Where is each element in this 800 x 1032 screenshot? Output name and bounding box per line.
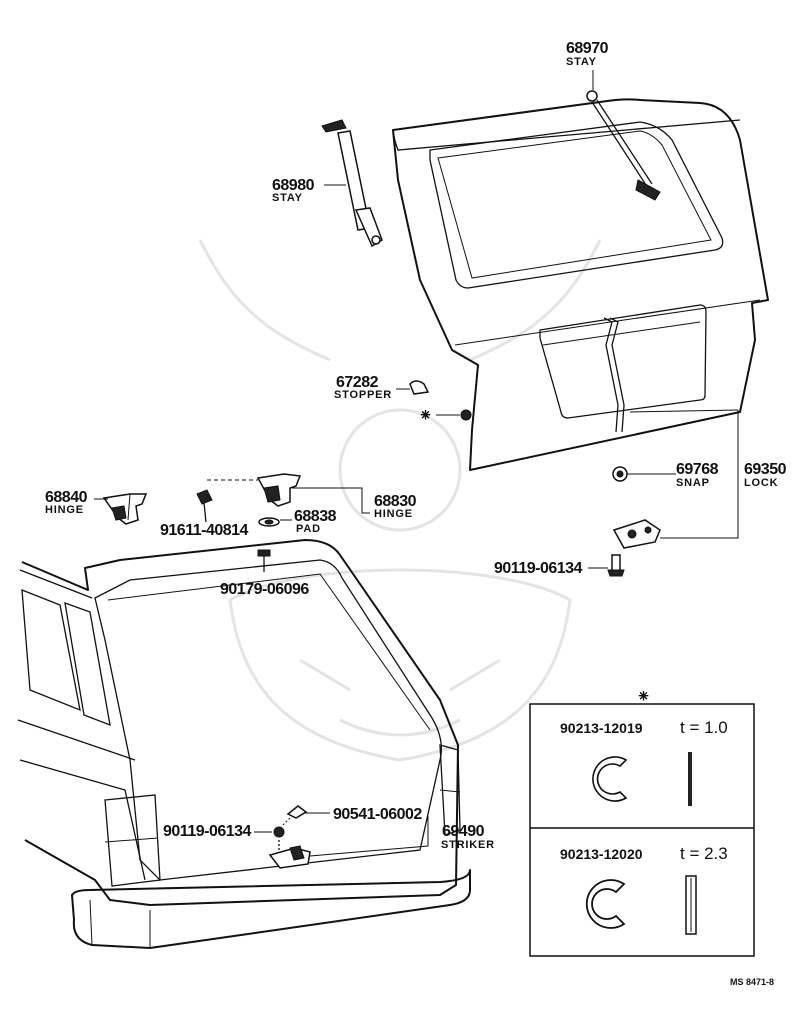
samurai-watermark <box>198 239 602 762</box>
back-door-panel <box>392 98 769 471</box>
striker-part <box>268 845 311 869</box>
callout-67282-name: STOPPER <box>334 389 392 401</box>
callout-67282-part-no: 67282 <box>336 374 379 391</box>
callout-68970-part-no: 68970 <box>566 40 609 57</box>
shim-row-1-thickness: t = 1.0 <box>680 718 728 737</box>
stay-strut-right <box>586 90 661 201</box>
callout-68840-name: HINGE <box>45 504 84 516</box>
snap-part <box>612 466 628 482</box>
lock-assembly <box>612 519 661 549</box>
shim-row-2-part-no: 90213-12020 <box>560 846 643 862</box>
callout-68838-name: PAD <box>296 523 321 535</box>
callout-90119-lock-part-no: 90119-06134 <box>494 560 583 577</box>
shim-thin-side-view <box>688 752 692 806</box>
vehicle-rear-body <box>17 539 471 949</box>
callout-90119-body-part-no: 90119-06134 <box>163 823 252 840</box>
callout-90179-part-no: 90179-06096 <box>220 581 309 598</box>
leader-69490 <box>309 816 429 857</box>
callout-91611-part-no: 91611-40814 <box>160 522 249 539</box>
bolt-91611 <box>196 489 213 523</box>
shim-thin-front-view <box>592 756 628 802</box>
callout-69350-name: LOCK <box>744 477 778 489</box>
asterisk-marker-door: ⁕ <box>418 405 433 426</box>
callout-68970-name: STAY <box>566 56 597 68</box>
leader-68830 <box>292 487 370 514</box>
shim-row-2-thickness: t = 2.3 <box>680 844 728 863</box>
shim-thick-side-view <box>685 875 697 935</box>
stopper-part <box>409 380 430 395</box>
callout-90541-part-no: 90541-06002 <box>333 806 422 823</box>
bolt-body <box>273 826 285 850</box>
bolt-90179 <box>257 549 271 572</box>
callout-69490-name: STRIKER <box>441 839 495 851</box>
callout-68840-part-no: 68840 <box>45 489 88 506</box>
pad-part <box>258 517 280 527</box>
callout-68830-name: HINGE <box>374 508 413 520</box>
callout-69768-part-no: 69768 <box>676 461 719 478</box>
callout-68980-part-no: 68980 <box>272 177 315 194</box>
callout-69490-part-no: 69490 <box>442 823 485 840</box>
leader-69350 <box>660 410 739 539</box>
callout-68830-part-no: 68830 <box>374 493 417 510</box>
leader-69350-b <box>629 409 739 413</box>
lock-rod <box>603 317 625 433</box>
shim-row-1-part-no: 90213-12019 <box>560 720 643 736</box>
shim-table-marker: ⁕ <box>636 686 651 707</box>
hinge-left <box>102 493 148 525</box>
bolt-lock <box>607 554 625 577</box>
callout-68838-part-no: 68838 <box>294 508 337 525</box>
callout-68980-name: STAY <box>272 192 303 204</box>
callout-69350-part-no: 69350 <box>744 461 787 478</box>
reference-code: MS 8471-8 <box>730 977 774 987</box>
hinge-right <box>256 473 302 507</box>
shim-part <box>460 409 472 421</box>
shim-thick-front-view <box>585 879 626 929</box>
screw-90541 <box>286 805 308 819</box>
callout-69768-name: SNAP <box>676 477 710 489</box>
shim-table <box>529 703 755 957</box>
stay-strut-left <box>321 119 383 248</box>
